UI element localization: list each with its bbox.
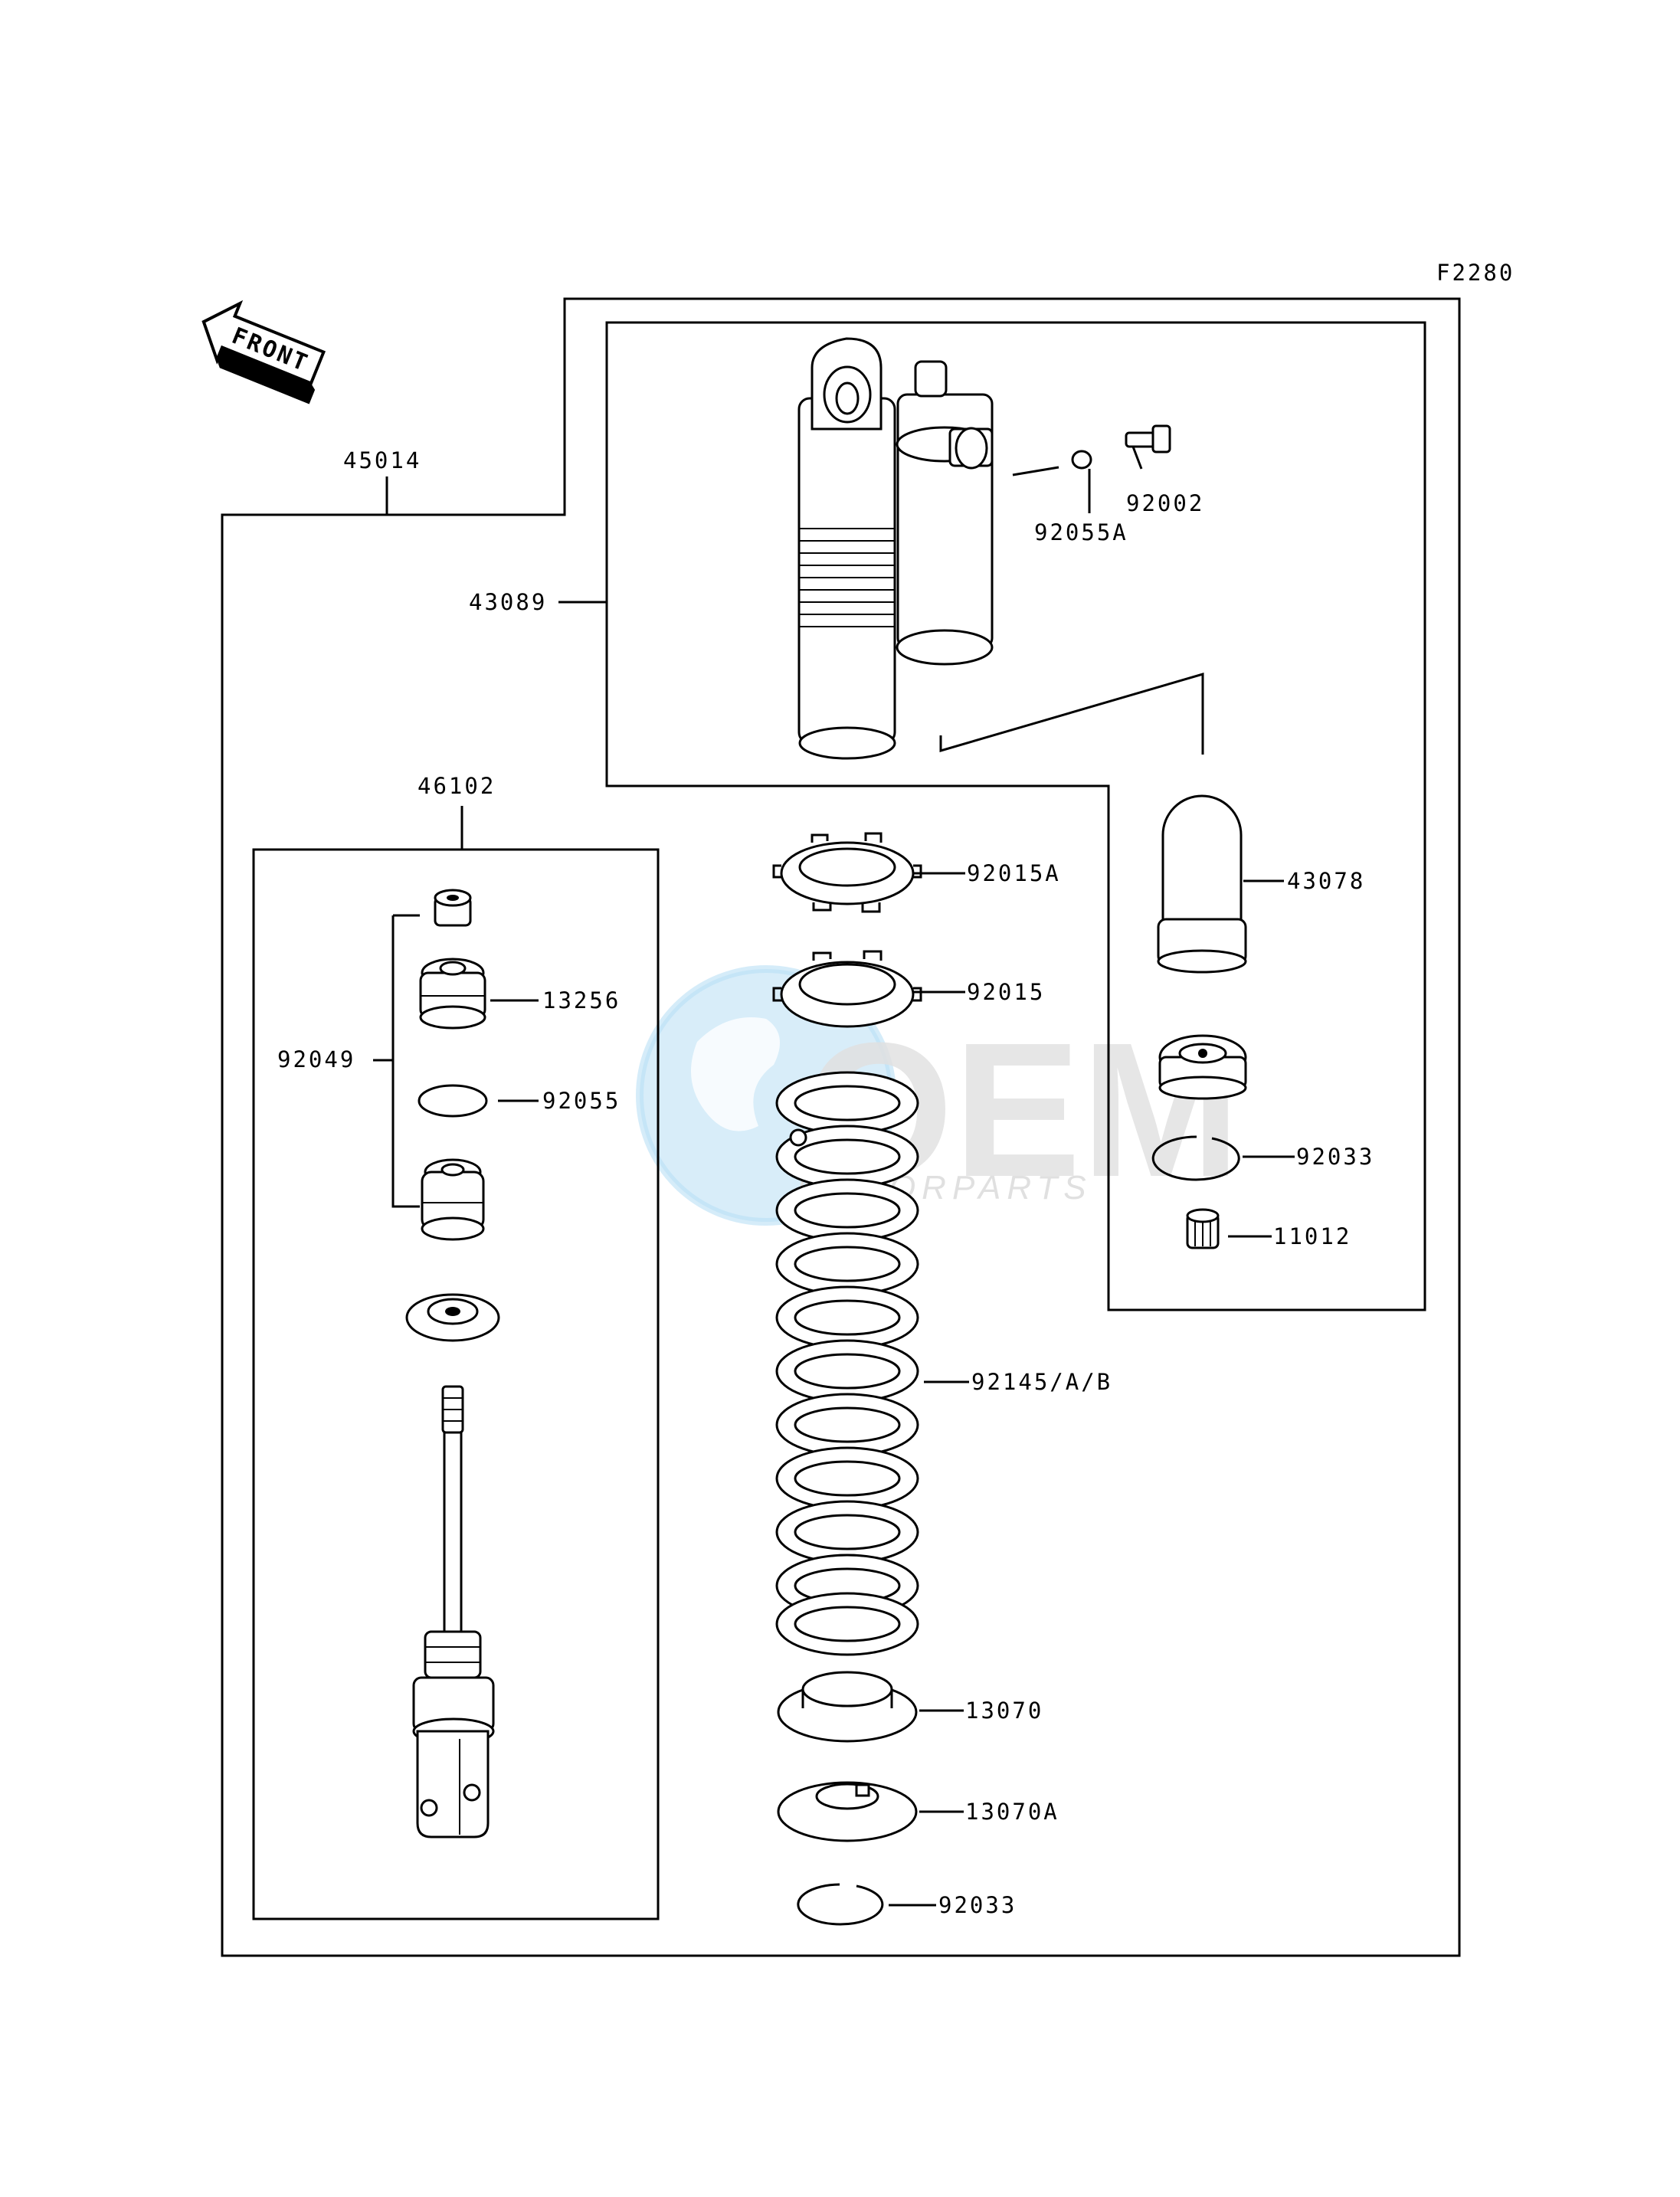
- callout-92055a: 92055A: [1034, 519, 1128, 545]
- spring-seat-13070a: [777, 1781, 918, 1842]
- piston-rod-46102: [412, 1385, 495, 1838]
- circlip-92033-upper: [1151, 1135, 1240, 1181]
- o-ring-92055a: [1071, 450, 1092, 470]
- thread-rings: [799, 528, 895, 627]
- front-arrow-icon: FRONT: [201, 300, 326, 404]
- figure-code: F2280: [1436, 260, 1515, 286]
- callout-43089: 43089: [469, 589, 547, 615]
- bushing-13256: [419, 958, 486, 1030]
- callout-92055: 92055: [542, 1088, 621, 1114]
- spring-seat-13070: [777, 1671, 918, 1743]
- circlip-92033-lower: [797, 1883, 884, 1926]
- callout-11012: 11012: [1273, 1223, 1351, 1249]
- nut-small: [434, 889, 472, 927]
- leader-lines: [373, 436, 1295, 1907]
- assembly-box-45014: [221, 297, 1461, 1957]
- bolt-92002: [1125, 424, 1171, 453]
- reservoir-cap: [1158, 1034, 1247, 1100]
- callout-92015a: 92015A: [967, 860, 1061, 886]
- piston-washer: [405, 1293, 500, 1342]
- callout-92145: 92145/A/B: [971, 1369, 1112, 1395]
- callout-13256: 13256: [542, 987, 621, 1013]
- assembly-box-43089: [605, 321, 1426, 1311]
- callout-13070a: 13070A: [965, 1799, 1059, 1825]
- callout-45014: 45014: [343, 447, 421, 473]
- bushing-11012: [1186, 1208, 1220, 1249]
- callout-92015: 92015: [967, 979, 1045, 1005]
- bladder-43078: [1157, 794, 1247, 974]
- spring-92145: [775, 1071, 919, 1656]
- callout-92033-upper: 92033: [1296, 1144, 1374, 1170]
- callout-13070: 13070: [965, 1698, 1043, 1724]
- callout-92033-lower: 92033: [938, 1892, 1017, 1918]
- callout-92049: 92049: [277, 1046, 355, 1072]
- callout-43078: 43078: [1287, 868, 1365, 894]
- assembly-box-46102: [252, 848, 660, 1920]
- bushing-lower: [421, 1158, 485, 1241]
- callout-92002: 92002: [1126, 490, 1204, 516]
- nut-92015: [772, 950, 922, 1028]
- shock-body-43089: [797, 337, 994, 760]
- callout-46102: 46102: [418, 773, 496, 799]
- oem-motorparts-watermark: OEM MOTORPARTS: [636, 965, 1240, 1226]
- nut-92015a: [772, 832, 922, 913]
